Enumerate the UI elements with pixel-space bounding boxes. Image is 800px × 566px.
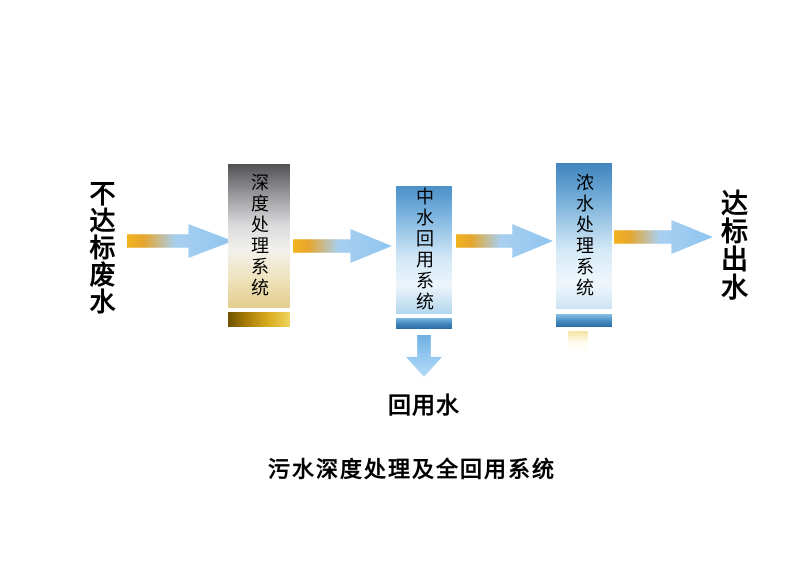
stage-box-concentrate-treatment: 浓水处理系统 (556, 163, 612, 309)
stage-bar-blue (556, 314, 612, 327)
source-label: 不达标废水 (86, 180, 116, 315)
gold-smudge (568, 331, 588, 352)
flow-arrow-4 (614, 220, 713, 254)
flow-arrow-3 (456, 224, 553, 258)
flow-arrow-2 (293, 229, 392, 263)
branch-label: 回用水 (388, 392, 460, 418)
branch-arrow-down (406, 335, 442, 377)
stage-label: 中水回用系统 (414, 187, 434, 313)
stage-bar-blue (396, 318, 452, 329)
stage-box-water-reuse: 中水回用系统 (396, 186, 452, 314)
diagram-title: 污水深度处理及全回用系统 (268, 457, 557, 482)
stage-label: 深度处理系统 (249, 173, 269, 299)
output-label: 达标出水 (717, 189, 747, 301)
stage-label: 浓水处理系统 (574, 173, 594, 299)
stage-bar-gold (228, 312, 290, 327)
stage-box-deep-treatment: 深度处理系统 (228, 164, 290, 308)
flow-arrow-1 (127, 224, 233, 258)
